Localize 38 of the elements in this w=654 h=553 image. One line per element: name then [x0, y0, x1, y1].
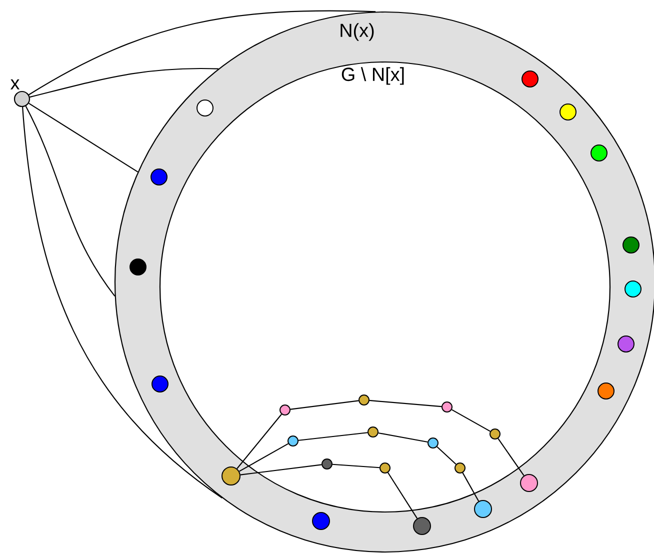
- edge-line: [436, 446, 456, 465]
- vertex: [622, 236, 640, 254]
- edge-line: [290, 400, 359, 410]
- vertex: [520, 474, 538, 492]
- edge-line: [28, 10, 376, 96]
- vertex: [590, 144, 608, 162]
- edge-line: [388, 472, 418, 519]
- vertex: [152, 376, 168, 392]
- vertex: [150, 168, 168, 186]
- edge-line: [25, 106, 116, 296]
- vertex: [222, 466, 240, 486]
- vertex: [560, 104, 576, 120]
- edge-line: [452, 409, 490, 432]
- vertex: x: [10, 79, 30, 108]
- vertex: [358, 394, 370, 406]
- edge-line: [28, 102, 138, 172]
- vertex: [624, 280, 642, 298]
- edge-line: [462, 472, 480, 502]
- edge-line: [239, 443, 288, 472]
- edge-line: [298, 432, 368, 441]
- edge-line: [378, 432, 428, 443]
- vertex: [196, 100, 214, 116]
- edge-line: [236, 414, 282, 469]
- vertex: [522, 70, 538, 88]
- edge-line: [240, 464, 322, 476]
- vertex: [598, 382, 614, 400]
- edge-line: [30, 68, 218, 98]
- vertex: [413, 517, 431, 535]
- edge-line: [369, 400, 442, 408]
- edge-line: [498, 438, 524, 476]
- edge-line: [332, 464, 380, 468]
- inner-disk: G \ N[x]: [159, 61, 611, 513]
- vertex: [130, 258, 146, 276]
- vertex: [474, 500, 492, 518]
- edge-line: [22, 106, 222, 499]
- vertex: [312, 512, 330, 530]
- node-label: x: [10, 79, 20, 90]
- vertex: [618, 336, 634, 352]
